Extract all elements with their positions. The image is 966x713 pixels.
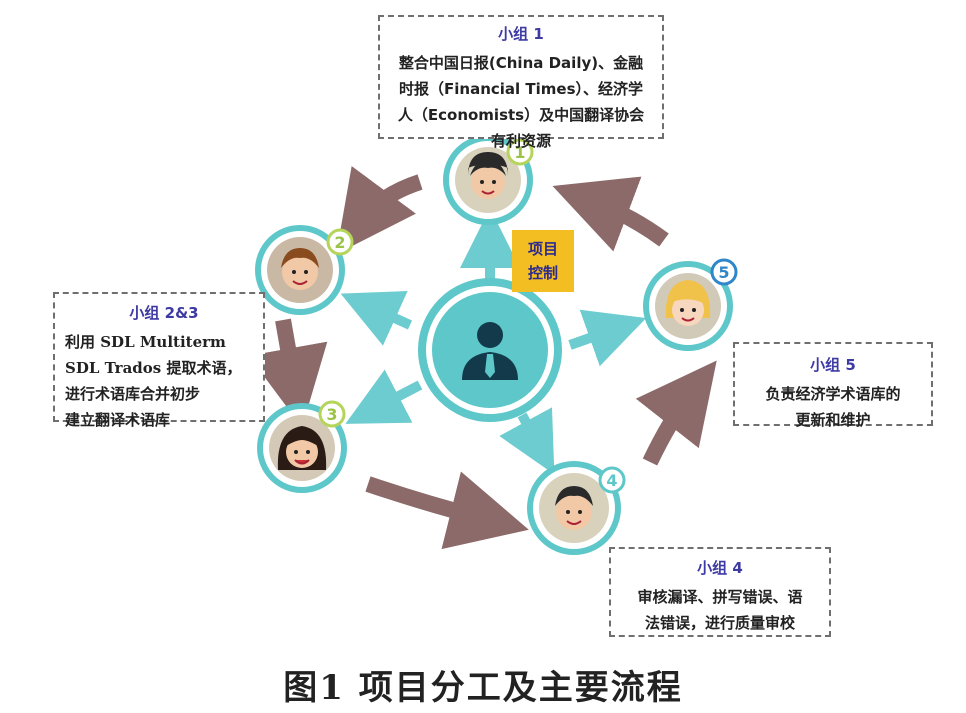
manager-icon bbox=[462, 322, 518, 380]
group-4-box: 小组 4 审核漏译、拼写错误、语 法错误，进行质量审校 bbox=[609, 547, 831, 637]
group-4-text: 审核漏译、拼写错误、语 法错误，进行质量审校 bbox=[637, 588, 803, 632]
badge-1-label: 1 bbox=[514, 143, 525, 162]
arrow-center-to-4 bbox=[499, 407, 555, 475]
project-control-label: 项目 控制 bbox=[512, 230, 574, 292]
arrow-4-to-5 bbox=[635, 360, 717, 466]
arrow-center-to-3 bbox=[345, 369, 423, 424]
node-group-4: 4 bbox=[527, 461, 626, 555]
badge-3-label: 3 bbox=[326, 405, 337, 424]
badge-3 bbox=[318, 400, 346, 428]
group-1-box: 小组 1 整合中国日报(China Daily)、金融 时报（Financial… bbox=[378, 15, 664, 150]
badge-2 bbox=[326, 228, 354, 256]
arrow-2-to-3 bbox=[248, 318, 328, 428]
person-avatar-icon bbox=[468, 152, 508, 199]
badge-4-label: 4 bbox=[606, 471, 617, 490]
group-2-3-box: 小组 2&3 利用 SDL Multiterm SDL Trados 提取术语，… bbox=[53, 292, 265, 429]
cycle-arrows bbox=[248, 166, 717, 550]
badge-4 bbox=[598, 466, 626, 494]
node-group-5: 5 bbox=[643, 258, 738, 351]
group-2-3-title: 小组 2&3 bbox=[129, 304, 199, 322]
node-group-3: 3 bbox=[257, 400, 347, 493]
arrow-3-to-4 bbox=[365, 471, 529, 550]
node-group-2: 2 bbox=[255, 225, 354, 315]
badge-1 bbox=[506, 138, 534, 166]
group-1-text: 整合中国日报(China Daily)、金融 时报（Financial Time… bbox=[397, 54, 645, 150]
badge-5-label: 5 bbox=[718, 263, 729, 282]
group-5-box: 小组 5 负责经济学术语库的 更新和维护 bbox=[733, 342, 933, 429]
group-4-title: 小组 4 bbox=[697, 559, 743, 577]
person-avatar-icon bbox=[277, 426, 327, 470]
group-2-3-text: 利用 SDL Multiterm SDL Trados 提取术语， 进行术语库合… bbox=[65, 333, 242, 429]
center-node bbox=[418, 278, 562, 422]
node-group-1: 1 bbox=[443, 135, 534, 225]
badge-5 bbox=[710, 258, 738, 286]
arrow-5-to-1 bbox=[552, 176, 669, 252]
person-avatar-icon bbox=[555, 486, 593, 530]
person-avatar-icon bbox=[665, 280, 711, 326]
arrow-center-to-5 bbox=[568, 309, 647, 367]
badge-2-label: 2 bbox=[334, 233, 345, 252]
figure-caption: 图1 项目分工及主要流程 bbox=[283, 668, 683, 708]
group-5-title: 小组 5 bbox=[810, 356, 856, 374]
arrow-center-to-2 bbox=[340, 291, 413, 346]
person-avatar-icon bbox=[281, 248, 319, 290]
arrow-1-to-2 bbox=[336, 166, 423, 255]
group-5-text: 负责经济学术语库的 更新和维护 bbox=[765, 385, 901, 429]
group-1-title: 小组 1 bbox=[498, 25, 544, 43]
